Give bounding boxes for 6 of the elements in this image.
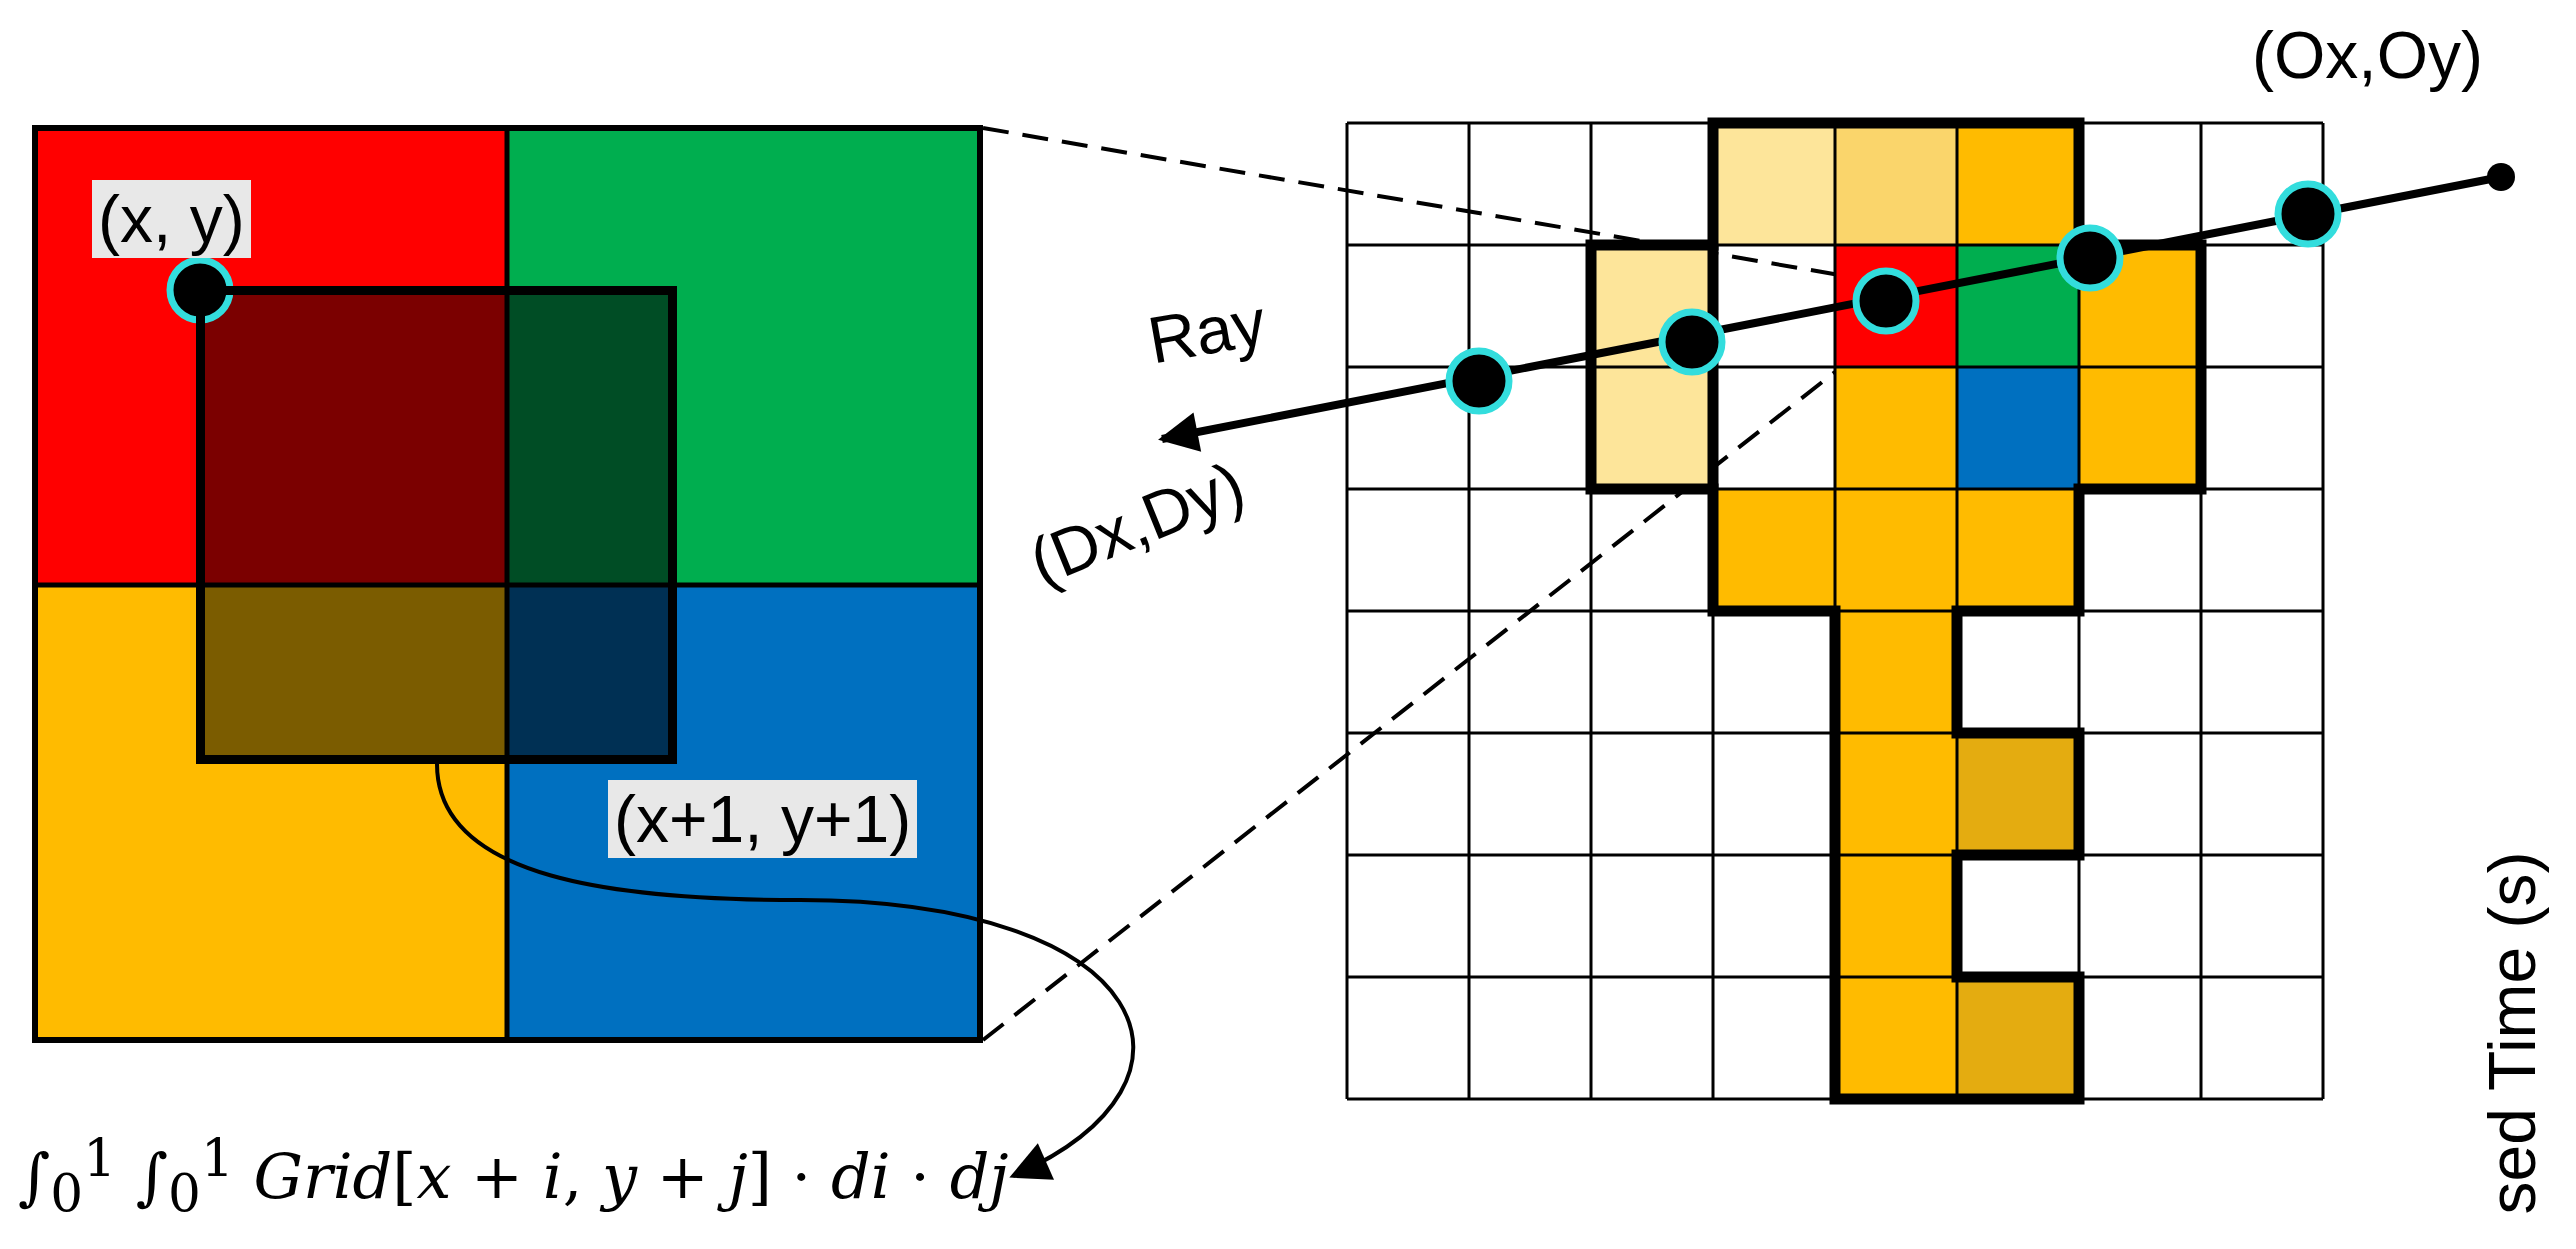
coordinate-label: (x+1, y+1) [608,780,918,858]
overlap-square [196,286,677,764]
coordinate-label: (x, y) [92,180,251,258]
integral-formula: ∫$_{0}$$^{1}$ ∫$_{0}$$^{1}$ Grid[x + i, y + j] · di · dj [12,1105,1015,1248]
curved-arrow [435,763,1134,1178]
ray-label: Ray [1143,288,1271,374]
